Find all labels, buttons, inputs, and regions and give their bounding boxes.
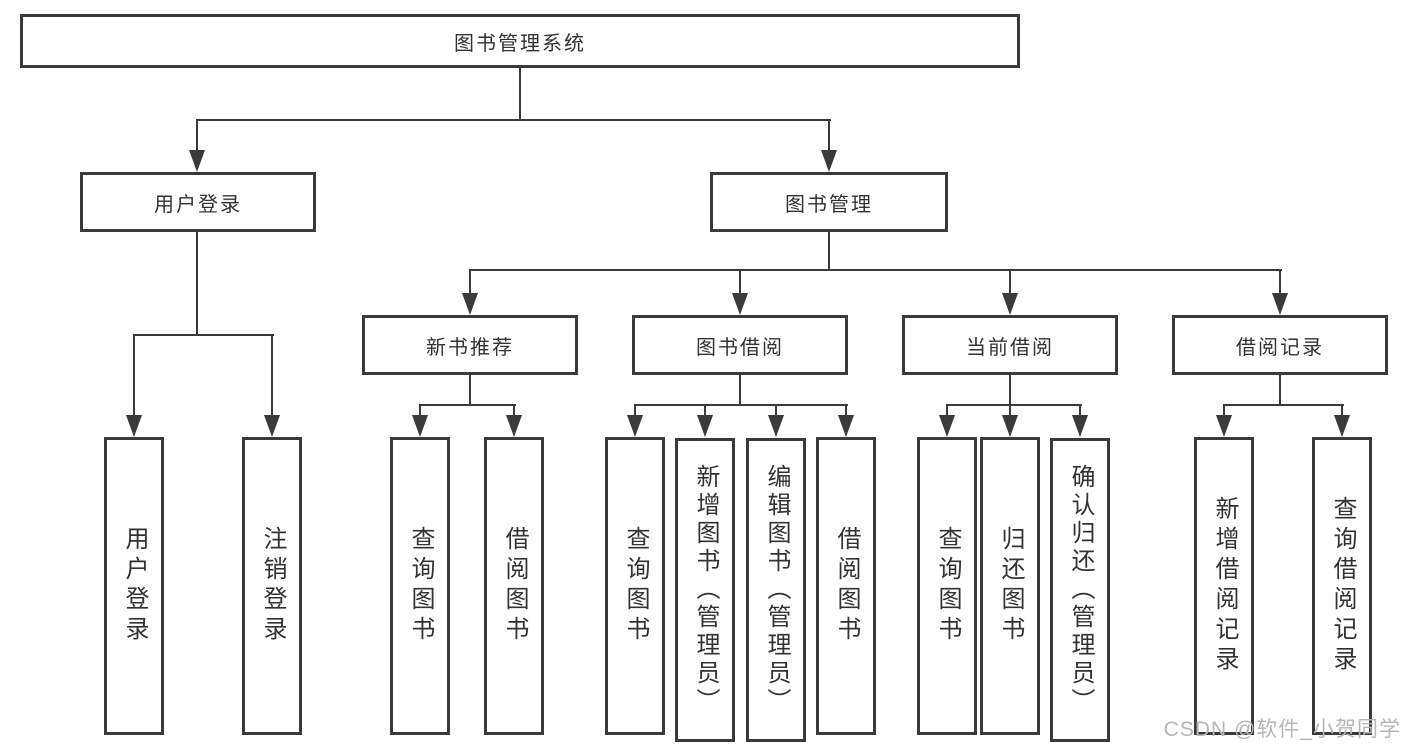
connector-line [1341,404,1343,418]
connector-line [1079,404,1081,418]
node-current-borrowing: 当前借阅 [902,315,1118,375]
node-root-library-system: 图书管理系统 [20,14,1020,68]
node-label: 图书管理 [785,193,873,216]
arrow-down-icon [939,415,955,437]
connector-line [704,404,706,418]
leaf-label: 新增图书（管理员） [692,464,719,716]
leaf-label: 借阅图书 [833,526,860,646]
connector-line [1223,404,1344,406]
connector-line [469,269,471,295]
node-label: 图书借阅 [696,336,784,359]
connector-line [419,404,516,406]
leaf-label: 确认归还（管理员） [1067,464,1094,716]
connector-line [828,119,830,152]
arrow-down-icon [1002,293,1018,315]
csdn-watermark: CSDN @软件_小贺同学 [1163,718,1401,741]
leaf-query-borrow-record: 查询借阅记录 [1312,437,1372,735]
arrow-down-icon [189,150,205,172]
leaf-add-books-admin: 新增图书（管理员） [675,438,735,742]
node-borrowing-records: 借阅记录 [1172,315,1388,375]
node-new-book-recommend: 新书推荐 [362,315,578,375]
leaf-label: 用户登录 [121,526,148,646]
connector-line [1009,375,1011,406]
leaf-label: 新增借阅记录 [1211,496,1238,676]
connector-line [513,404,515,418]
arrow-down-icon [1002,415,1018,437]
leaf-label: 查询图书 [407,526,434,646]
leaf-newbooks-borrow-books: 借阅图书 [484,437,544,735]
leaf-label: 借阅图书 [501,526,528,646]
arrow-down-icon [821,150,837,172]
node-label: 图书管理系统 [454,32,586,55]
connector-line [845,404,847,418]
arrow-down-icon [462,293,478,315]
arrow-down-icon [412,415,428,437]
arrow-down-icon [697,415,713,437]
arrow-down-icon [264,415,280,437]
node-book-management: 图书管理 [710,172,948,232]
node-label: 借阅记录 [1236,336,1324,359]
connector-line [469,375,471,406]
leaf-current-query-books: 查询图书 [917,437,977,735]
node-book-borrowing: 图书借阅 [632,315,848,375]
connector-line [196,232,198,336]
leaf-newbooks-query-books: 查询图书 [390,437,450,735]
arrow-down-icon [1334,415,1350,437]
leaf-label: 查询借阅记录 [1329,496,1356,676]
connector-line [419,404,421,418]
connector-line [1009,404,1011,418]
leaf-user-login: 用户登录 [104,437,164,735]
leaf-label: 编辑图书（管理员） [763,464,790,716]
connector-line [828,232,830,271]
arrow-down-icon [1072,415,1088,437]
leaf-edit-books-admin: 编辑图书（管理员） [746,438,806,742]
node-label: 用户登录 [154,193,242,216]
leaf-borrowing-borrow-books: 借阅图书 [816,437,876,735]
connector-line [469,269,1282,271]
connector-line [946,404,1082,406]
leaf-label: 归还图书 [997,526,1024,646]
arrow-down-icon [838,415,854,437]
connector-line [1009,269,1011,295]
node-user-login: 用户登录 [80,172,316,232]
connector-line [739,269,741,295]
leaf-label: 查询图书 [934,526,961,646]
leaf-add-borrow-record: 新增借阅记录 [1194,437,1254,735]
arrow-down-icon [627,415,643,437]
connector-line [1279,269,1281,295]
node-label: 当前借阅 [966,336,1054,359]
node-label: 新书推荐 [426,336,514,359]
leaf-logout: 注销登录 [242,437,302,735]
leaf-return-books: 归还图书 [980,437,1040,735]
connector-line [133,334,274,336]
connector-line [634,404,636,418]
connector-line [775,404,777,418]
arrow-down-icon [1272,293,1288,315]
arrow-down-icon [732,293,748,315]
arrow-down-icon [768,415,784,437]
connector-line [196,119,831,121]
connector-line [739,375,741,406]
connector-line [1279,375,1281,406]
arrow-down-icon [126,415,142,437]
leaf-label: 查询图书 [622,526,649,646]
connector-line [271,334,273,418]
connector-line [634,404,848,406]
connector-line [1223,404,1225,418]
leaf-confirm-return-admin: 确认归还（管理员） [1050,438,1110,742]
connector-line [519,68,521,121]
arrow-down-icon [1216,415,1232,437]
arrow-down-icon [506,415,522,437]
connector-line [196,119,198,152]
connector-line [946,404,948,418]
leaf-borrowing-query-books: 查询图书 [605,437,665,735]
connector-line [133,334,135,418]
leaf-label: 注销登录 [259,526,286,646]
